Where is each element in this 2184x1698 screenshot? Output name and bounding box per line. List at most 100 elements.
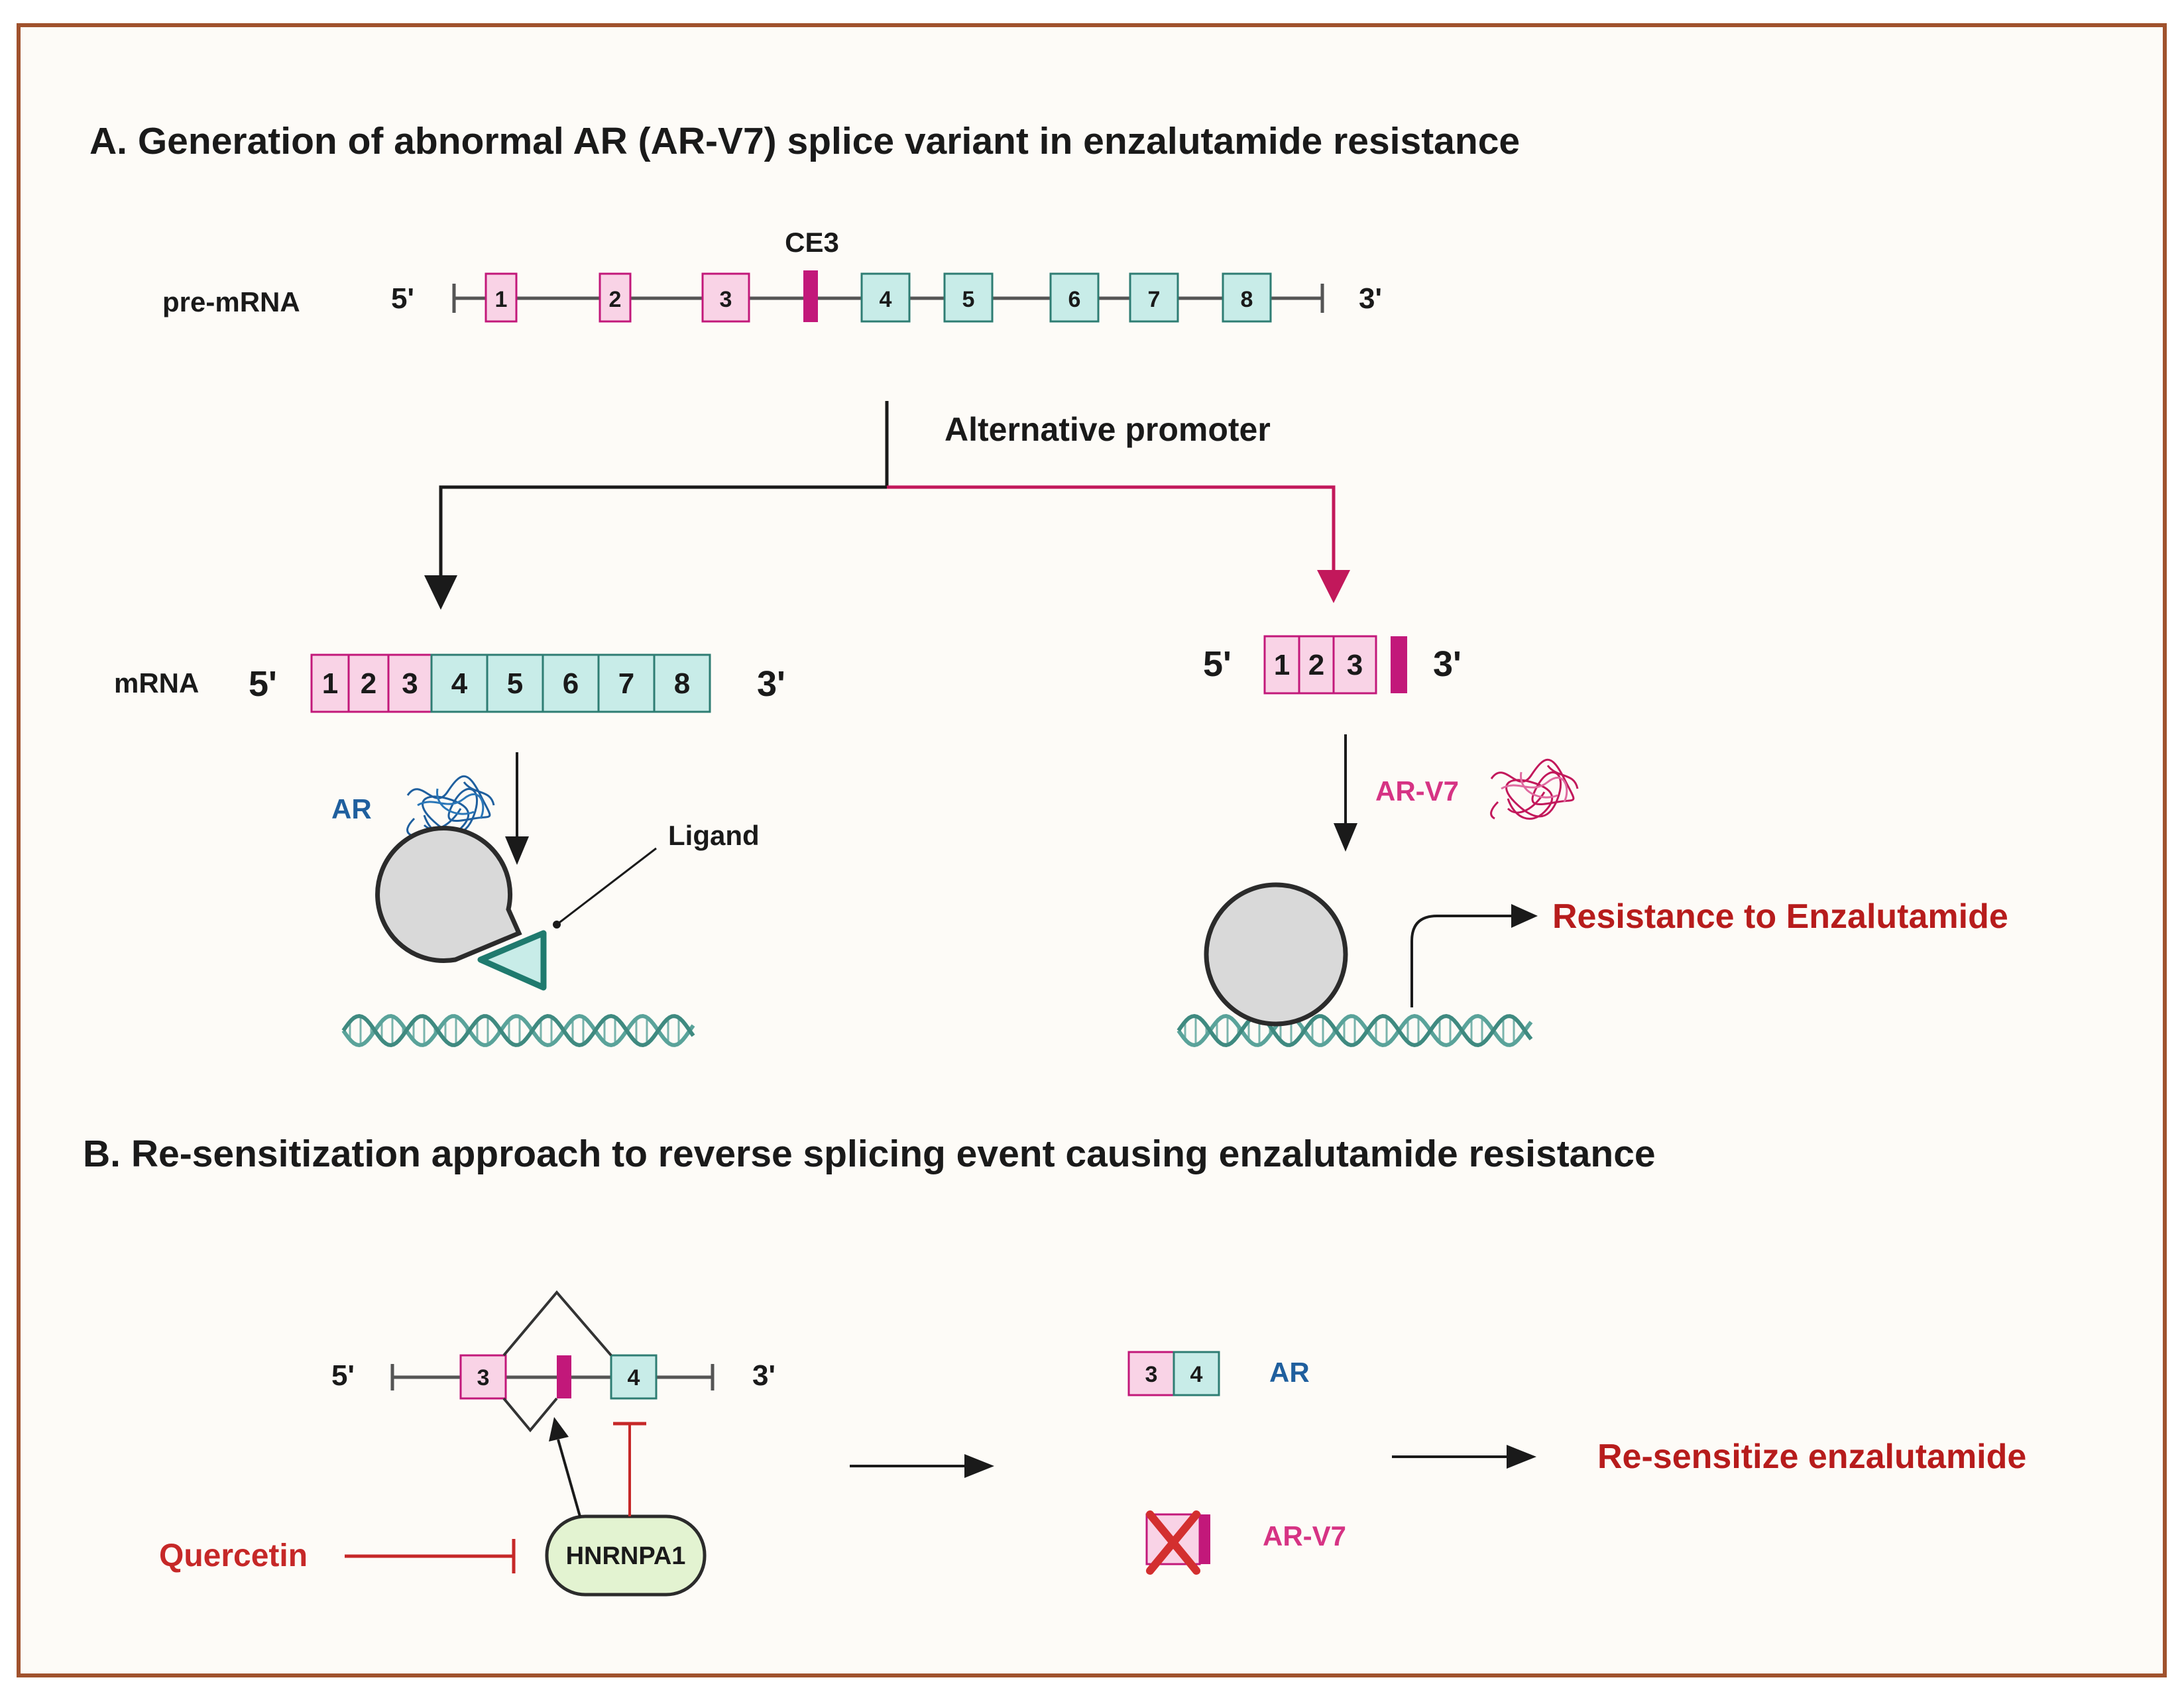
mrna-exon-label: 6	[563, 667, 579, 700]
mrna-3prime: 3'	[757, 664, 785, 704]
variant-3prime: 3'	[1433, 644, 1462, 684]
ligand-label: Ligand	[668, 820, 760, 851]
pre-mrna-exon-label: 6	[1068, 287, 1081, 312]
mrna-exon-label: 1	[322, 667, 338, 700]
pre-mrna-exon-label: 2	[609, 287, 622, 312]
pre-mrna-exon-label: 5	[962, 287, 975, 312]
mrna-exon-2: 2	[347, 653, 390, 713]
transcription-arrowhead	[1511, 904, 1538, 928]
alternative-promoter-label: Alternative promoter	[945, 411, 1271, 448]
ligand-pointer-line	[556, 847, 657, 926]
gene-exon-3-label: 3	[477, 1365, 490, 1390]
pre-mrna-exon-label: 7	[1148, 287, 1161, 312]
arv7-receptor-shape	[1204, 882, 1348, 1027]
gene-strand	[390, 1364, 715, 1390]
mrna-exon-label: 7	[618, 667, 634, 700]
outcome-exon-3	[1127, 1351, 1175, 1396]
pre-mrna-5prime: 5'	[391, 282, 414, 315]
mrna-exon-label: 3	[402, 667, 418, 700]
pre-mrna-exon-label: 3	[720, 287, 732, 312]
gene-exon-4	[610, 1354, 658, 1400]
gene-exon-3	[459, 1354, 507, 1400]
variant-5prime: 5'	[1203, 644, 1232, 684]
ligand-triangle	[477, 930, 547, 991]
pre-mrna-exon-label: 1	[495, 287, 508, 312]
mrna-exon-6: 6	[542, 653, 600, 713]
pre-mrna-exon-label: 4	[880, 287, 892, 312]
variant-exon-label: 1	[1274, 649, 1290, 681]
pre-mrna-exon-8: 8	[1222, 272, 1272, 323]
pre-mrna-exon-2: 2	[599, 272, 632, 323]
pre-mrna-exons: 1 2 3 4 5 6 7 8	[485, 272, 1272, 323]
promoter-branch	[424, 401, 1350, 610]
outcome-arv7-label: AR-V7	[1263, 1520, 1346, 1552]
ar-protein-label: AR	[331, 793, 372, 824]
quercetin-label: Quercetin	[159, 1538, 308, 1573]
process-arrowhead-1	[964, 1454, 994, 1478]
arv7-protein-structure-icon	[1490, 758, 1579, 820]
mrna-exon-4: 4	[430, 653, 489, 713]
ligand-pointer-dot	[553, 921, 561, 929]
variant-ce3-end	[1391, 636, 1407, 693]
dna-helix-right	[1177, 1013, 1533, 1048]
variant-exon-label: 2	[1308, 649, 1324, 681]
outcome-ar-label: AR	[1269, 1357, 1310, 1388]
variant-exon-2: 2	[1298, 635, 1335, 695]
outcome-exon-4-label: 4	[1190, 1362, 1203, 1387]
process-arrowhead-2	[1507, 1445, 1536, 1469]
transcription-arrow	[1410, 915, 1515, 1007]
variant-exon-1: 1	[1263, 635, 1300, 695]
mrna-label: mRNA	[114, 667, 199, 699]
resistance-label: Resistance to Enzalutamide	[1552, 897, 2008, 936]
panel-a-title: A. Generation of abnormal AR (AR-V7) spl…	[89, 120, 1520, 162]
pre-mrna-exon-3: 3	[701, 272, 750, 323]
gene-exon-4-label: 4	[628, 1365, 640, 1390]
ar-protein-structure-icon	[406, 775, 495, 836]
mrna-exon-3: 3	[387, 653, 433, 713]
ce3-exon	[803, 270, 818, 322]
arv7-protein-label: AR-V7	[1375, 775, 1459, 807]
mrna-exon-8: 8	[653, 653, 711, 713]
mrna-exon-5: 5	[486, 653, 544, 713]
pre-mrna-3prime: 3'	[1359, 282, 1382, 315]
mrna-exon-label: 4	[451, 667, 468, 700]
pre-mrna-label: pre-mRNA	[162, 286, 300, 317]
ce3-label: CE3	[785, 227, 839, 258]
outcome-arv7-ce3	[1200, 1514, 1210, 1564]
hnrnpa1-promotes-arrow	[557, 1439, 581, 1517]
gene-ce3-exon	[557, 1355, 571, 1398]
outcome-exon-4	[1173, 1351, 1220, 1396]
panel-b-title: B. Re-sensitization approach to reverse …	[83, 1133, 1656, 1175]
dna-helix-left	[341, 1013, 695, 1048]
canonical-splice-junction	[502, 1290, 612, 1357]
outcome-exon-3-label: 3	[1145, 1362, 1158, 1387]
pre-mrna-exon-7: 7	[1129, 272, 1179, 323]
mrna-exon-label: 8	[674, 667, 690, 700]
variant-exon-label: 3	[1347, 649, 1363, 681]
pre-mrna-exon-6: 6	[1049, 272, 1100, 323]
resensitize-label: Re-sensitize enzalutamide	[1597, 1438, 2026, 1476]
arv7-translation-arrow	[1334, 734, 1357, 852]
pre-mrna-exon-4: 4	[860, 272, 911, 323]
hnrnpa1-node	[545, 1514, 707, 1597]
ar-translation-arrow	[505, 752, 529, 865]
gene-5prime: 5'	[331, 1359, 355, 1392]
gene-3prime: 3'	[752, 1359, 776, 1392]
mrna-exon-label: 2	[361, 667, 376, 700]
ar-receptor-shape	[375, 826, 522, 964]
mrna-exon-label: 5	[507, 667, 523, 700]
pre-mrna-exon-1: 1	[485, 272, 518, 323]
hnrnpa1-label: HNRNPA1	[566, 1542, 686, 1570]
mrna-exon-7: 7	[597, 653, 656, 713]
cryptic-splice-junction	[502, 1397, 558, 1433]
blocked-cross-icon	[1146, 1510, 1200, 1575]
mrna-exon-1: 1	[310, 653, 350, 713]
pre-mrna-exon-label: 8	[1241, 287, 1253, 312]
variant-exon-3: 3	[1332, 635, 1377, 695]
hnrnpa1-promotes-arrowhead	[549, 1417, 569, 1442]
mrna-5prime: 5'	[249, 664, 277, 704]
pre-mrna-exon-5: 5	[943, 272, 994, 323]
